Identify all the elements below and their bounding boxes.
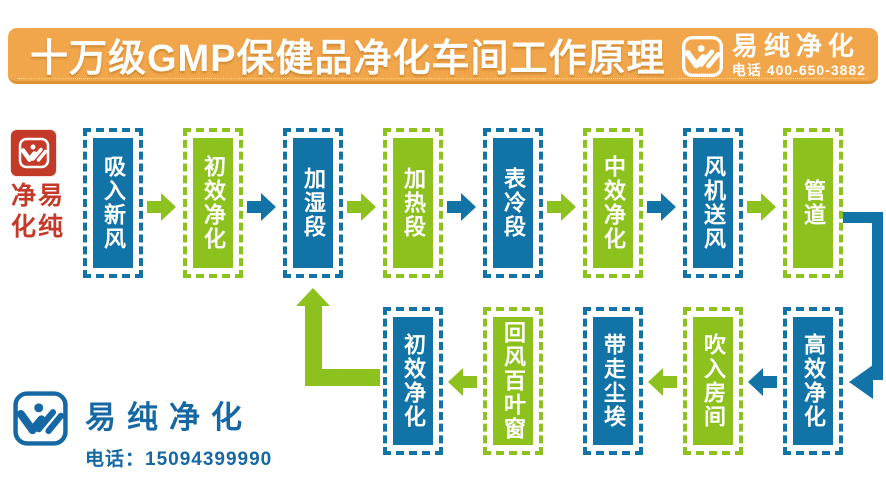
flow-arrow-right-icon xyxy=(747,193,777,221)
step-label: 表冷段 xyxy=(501,167,526,239)
flow-arrow-right-icon xyxy=(547,193,577,221)
footer-brand-block: 易纯净化 电话：15094399990 xyxy=(12,390,272,471)
step-label: 回风百叶窗 xyxy=(501,321,526,441)
flow-arrow-right-icon xyxy=(647,193,677,221)
step-heating-section: 加热段 xyxy=(383,128,443,278)
step-label: 加热段 xyxy=(401,167,426,239)
flow-arrow-right-icon xyxy=(247,193,277,221)
flow-arrow-right-icon xyxy=(347,193,377,221)
flow-arrow-left-icon xyxy=(647,368,677,396)
step-label: 加湿段 xyxy=(301,167,326,239)
elbow-connector-up-icon xyxy=(296,283,380,392)
step-label: 管道 xyxy=(801,179,826,227)
step-label: 高效净化 xyxy=(801,333,826,429)
seal-char: 化 xyxy=(10,211,36,241)
footer-brand-name: 易纯净化 xyxy=(85,400,253,435)
seal-char: 纯 xyxy=(37,211,63,241)
seal-logo-icon xyxy=(11,130,56,176)
flow-arrow-right-icon xyxy=(147,193,177,221)
seal-characters: 净 易 化 纯 xyxy=(10,178,64,241)
step-intake-fresh-air: 吸入新风 xyxy=(83,128,143,278)
step-surface-cooling-section: 表冷段 xyxy=(483,128,543,278)
step-blow-into-room: 吹入房间 xyxy=(683,307,743,455)
step-label: 初效净化 xyxy=(201,155,226,251)
step-hepa-purification: 高效净化 xyxy=(783,307,843,455)
banner-brand-name: 易纯净化 xyxy=(731,31,860,61)
page-title: 十万级GMP保健品净化车间工作原理 xyxy=(30,38,666,80)
elbow-connector-right-icon xyxy=(843,205,886,405)
step-medium-purification: 中效净化 xyxy=(583,128,643,278)
w-mark-icon xyxy=(681,35,724,78)
banner-brand-phone: 电话 400-650-3882 xyxy=(731,62,866,78)
step-primary-purification-return: 初效净化 xyxy=(383,307,443,455)
step-label: 带走尘埃 xyxy=(601,333,626,429)
step-duct: 管道 xyxy=(783,128,843,278)
footer-brand-phone: 电话：15094399990 xyxy=(85,449,273,470)
seal-char: 净 xyxy=(10,180,36,210)
title-banner: 十万级GMP保健品净化车间工作原理 易纯净化 电话 400-650-3882 xyxy=(8,28,878,84)
step-label: 风机送风 xyxy=(701,155,726,251)
flow-arrow-left-icon xyxy=(447,368,477,396)
step-carry-away-dust: 带走尘埃 xyxy=(583,307,643,455)
step-label: 吸入新风 xyxy=(101,155,126,251)
step-label: 吹入房间 xyxy=(701,333,726,429)
step-return-air-louver: 回风百叶窗 xyxy=(483,307,543,455)
seal-char: 易 xyxy=(37,180,63,210)
banner-brand-block: 易纯净化 电话 400-650-3882 xyxy=(681,33,866,80)
step-humidify-section: 加湿段 xyxy=(283,128,343,278)
step-label: 中效净化 xyxy=(601,155,626,251)
step-primary-purification: 初效净化 xyxy=(183,128,243,278)
flow-arrow-left-icon xyxy=(747,368,777,396)
red-seal-stamp: 净 易 化 纯 xyxy=(10,130,64,241)
flow-arrow-right-icon xyxy=(447,193,477,221)
step-label: 初效净化 xyxy=(401,333,426,429)
step-fan-air-supply: 风机送风 xyxy=(683,128,743,278)
w-mark-icon xyxy=(12,390,69,447)
